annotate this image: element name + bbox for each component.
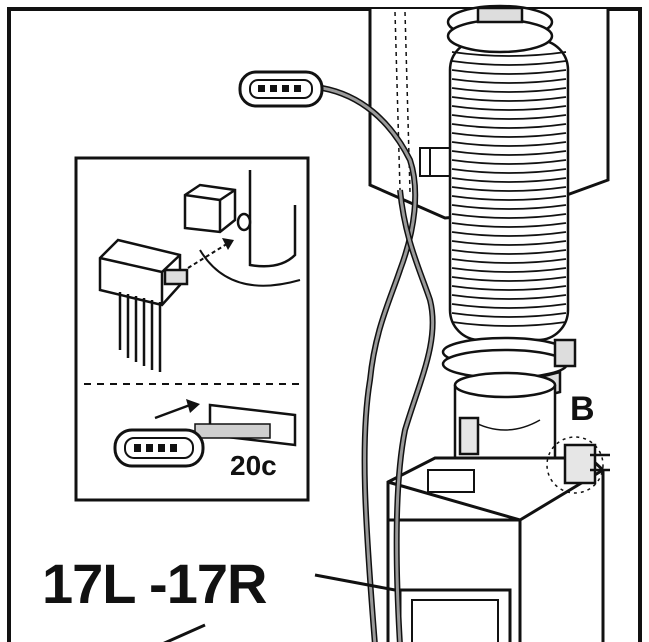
duct-rib xyxy=(451,222,567,228)
mounting-bracket-b xyxy=(458,416,610,494)
duct-rib xyxy=(451,60,567,66)
duct-rib xyxy=(451,69,567,75)
hood-body xyxy=(386,456,605,642)
outlet-spigot xyxy=(453,371,557,482)
duct-rib xyxy=(451,285,567,291)
bottom-hose-clamp xyxy=(441,336,577,404)
inset-connector-plug xyxy=(113,428,205,468)
duct-rib xyxy=(451,204,567,210)
part-code-leader xyxy=(314,573,396,592)
duct-rib xyxy=(451,123,567,129)
duct-rib xyxy=(451,321,567,327)
connector-plug xyxy=(238,70,324,108)
inset-detail-panel xyxy=(74,156,310,502)
duct-rib xyxy=(451,141,567,147)
duct-rib xyxy=(451,87,567,93)
outer-frame xyxy=(7,7,642,642)
duct-rib xyxy=(451,303,567,309)
duct-rib xyxy=(451,168,567,174)
duct-rib xyxy=(451,249,567,255)
duct-rib xyxy=(451,150,567,156)
flexible-duct xyxy=(448,38,570,342)
callout-b-label: B xyxy=(570,390,595,428)
duct-rib xyxy=(451,105,567,111)
frame-leader xyxy=(163,623,206,642)
duct-rib xyxy=(451,78,567,84)
duct-rib xyxy=(451,267,567,273)
duct-rib xyxy=(451,312,567,318)
duct-rib xyxy=(451,258,567,264)
duct-rib xyxy=(451,96,567,102)
duct-rib xyxy=(451,132,567,138)
signal-cable xyxy=(393,189,436,642)
duct-rib xyxy=(451,276,567,282)
duct-rib xyxy=(451,213,567,219)
top-hose-clamp xyxy=(446,4,554,54)
duct-rib xyxy=(451,195,567,201)
power-cable xyxy=(321,85,419,642)
part-code-label: 17L -17R xyxy=(42,552,267,615)
duct-rib xyxy=(451,186,567,192)
duct-rib xyxy=(451,51,567,57)
duct-rib xyxy=(451,159,567,165)
duct-rib xyxy=(451,240,567,246)
duct-rib xyxy=(451,231,567,237)
duct-rib xyxy=(451,114,567,120)
duct-rib xyxy=(451,177,567,183)
hood-connector-block xyxy=(427,469,475,493)
duct-rib xyxy=(451,294,567,300)
inset-reference-label: 20c xyxy=(230,450,277,481)
